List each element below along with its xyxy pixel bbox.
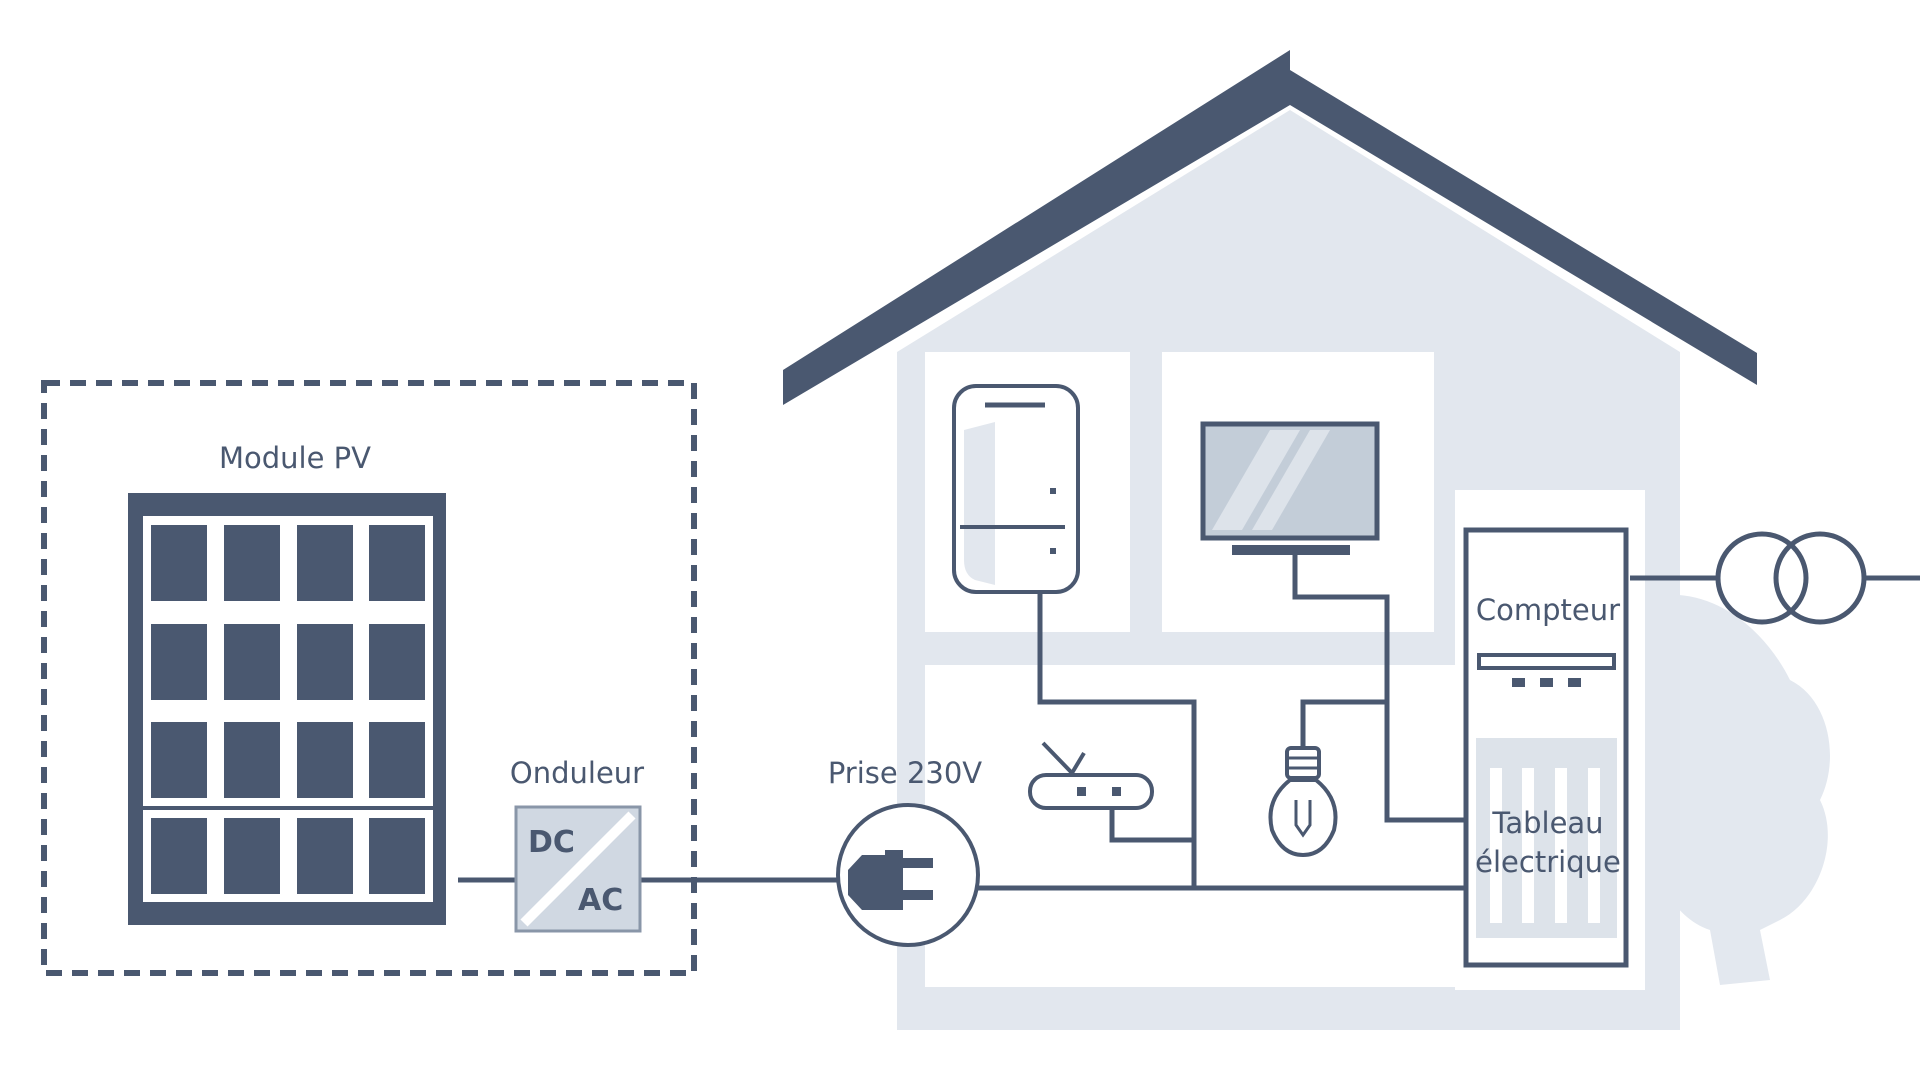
pv-system-boundary [41,380,697,976]
solar-cell [369,818,425,894]
solar-cell [297,624,353,700]
water-heater-icon [952,384,1080,594]
label-module-pv: Module PV [219,441,371,475]
solar-cell [369,525,425,601]
inverter-icon [514,805,642,933]
solar-cell [151,525,207,601]
tv-icon [1200,421,1380,555]
tree-icon [1640,594,1830,985]
label-tableau-1: Tableau [1491,806,1603,840]
wire-tv [1292,555,1470,823]
solar-cell [224,818,280,894]
plug-icon [836,803,980,947]
electric-meter-icon [1463,527,1629,968]
solar-cell [297,525,353,601]
solar-cell [297,722,353,798]
solar-cell [224,624,280,700]
solar-cell [297,818,353,894]
label-tableau-2: électrique [1475,845,1621,879]
transformer-icon [1715,531,1867,625]
light-bulb-icon [1268,746,1338,858]
solar-cell [369,624,425,700]
solar-cell [369,722,425,798]
solar-cell [224,525,280,601]
solar-cell [151,818,207,894]
label-prise: Prise 230V [828,756,982,790]
wire-bulb [1300,699,1387,750]
solar-cell [151,722,207,798]
solar-cell [224,722,280,798]
solar-cell [151,624,207,700]
wire-water-heater [1037,592,1197,888]
label-compteur: Compteur [1476,593,1620,627]
router-icon [1028,741,1154,810]
label-dc: DC [528,825,575,860]
wire-router [1109,808,1194,843]
solar-panel-icon [128,493,446,925]
label-onduleur: Onduleur [510,756,644,790]
wiring [458,555,1920,891]
label-ac: AC [578,883,623,918]
